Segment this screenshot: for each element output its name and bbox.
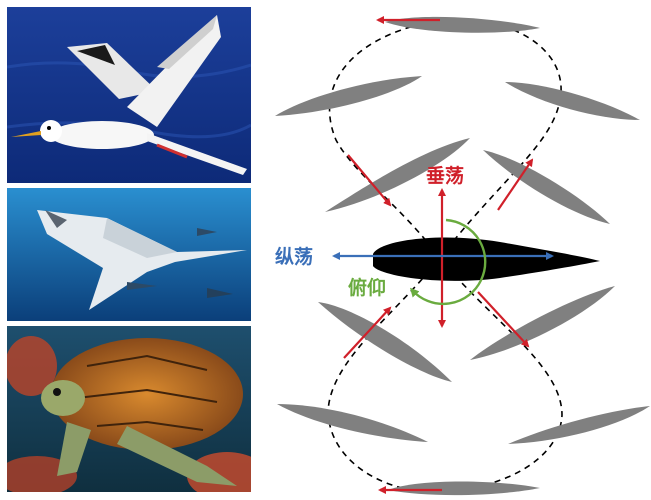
flapping-foil-diagram: 垂荡 纵荡 俯仰 [260, 0, 651, 500]
main-foil [373, 238, 600, 281]
surge-label: 纵荡 [275, 245, 313, 268]
seabird-photo [7, 7, 251, 183]
sea-turtle-photo [7, 326, 251, 492]
bird-body [50, 121, 154, 149]
turtle-head [41, 380, 85, 416]
heave-label: 垂荡 [426, 164, 464, 187]
manta-ray-photo [7, 188, 251, 321]
pitch-label: 俯仰 [348, 276, 386, 299]
